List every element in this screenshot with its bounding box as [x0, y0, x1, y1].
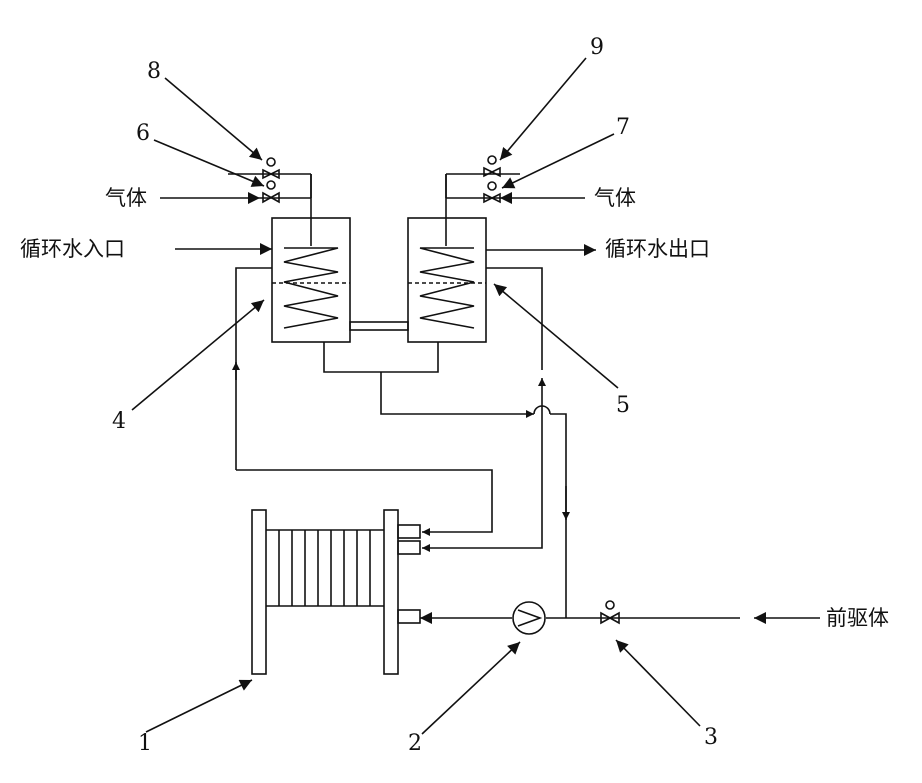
leader-1: [146, 680, 252, 732]
number-5: 5: [616, 393, 630, 418]
leader-9: [500, 58, 586, 160]
number-6: 6: [136, 121, 150, 146]
number-1: 1: [138, 731, 152, 756]
pump: [513, 602, 545, 634]
valve-7: [484, 182, 500, 202]
right-loop-pipe: [486, 268, 542, 370]
number-2: 2: [408, 731, 422, 756]
leader-3: [616, 640, 700, 726]
left-tank: [272, 174, 350, 342]
label-water-inlet: 循环水入口: [20, 237, 125, 261]
number-4: 4: [112, 409, 126, 434]
valve-assembly-left: [228, 158, 311, 202]
leader-2: [422, 642, 520, 734]
leader-5: [494, 284, 618, 388]
label-gas-left: 气体: [105, 186, 147, 210]
label-precursor: 前驱体: [826, 606, 889, 630]
valve-3: [601, 601, 619, 623]
leader-8: [165, 78, 262, 160]
number-9: 9: [590, 35, 604, 60]
number-3: 3: [704, 725, 718, 750]
right-tank: [408, 174, 486, 342]
leader-4: [132, 300, 264, 410]
valve-assembly-right: [446, 156, 520, 202]
number-8: 8: [147, 59, 161, 84]
left-loop-pipe: [236, 268, 272, 380]
valve-6: [263, 181, 279, 202]
valve-9: [484, 156, 500, 176]
label-gas-right: 气体: [594, 186, 636, 210]
bypass-pipe: [550, 414, 566, 520]
return-line: [381, 372, 534, 414]
lower-loop-pipe: [236, 470, 492, 532]
outlet-manifold: [324, 342, 438, 372]
reactor-stack: [252, 510, 420, 674]
valve-8: [263, 158, 279, 178]
connector-pipe: [350, 322, 408, 330]
label-water-outlet: 循环水出口: [605, 237, 710, 261]
leader-7: [502, 134, 614, 188]
right-down-pipe: [422, 412, 542, 548]
number-7: 7: [616, 115, 630, 140]
